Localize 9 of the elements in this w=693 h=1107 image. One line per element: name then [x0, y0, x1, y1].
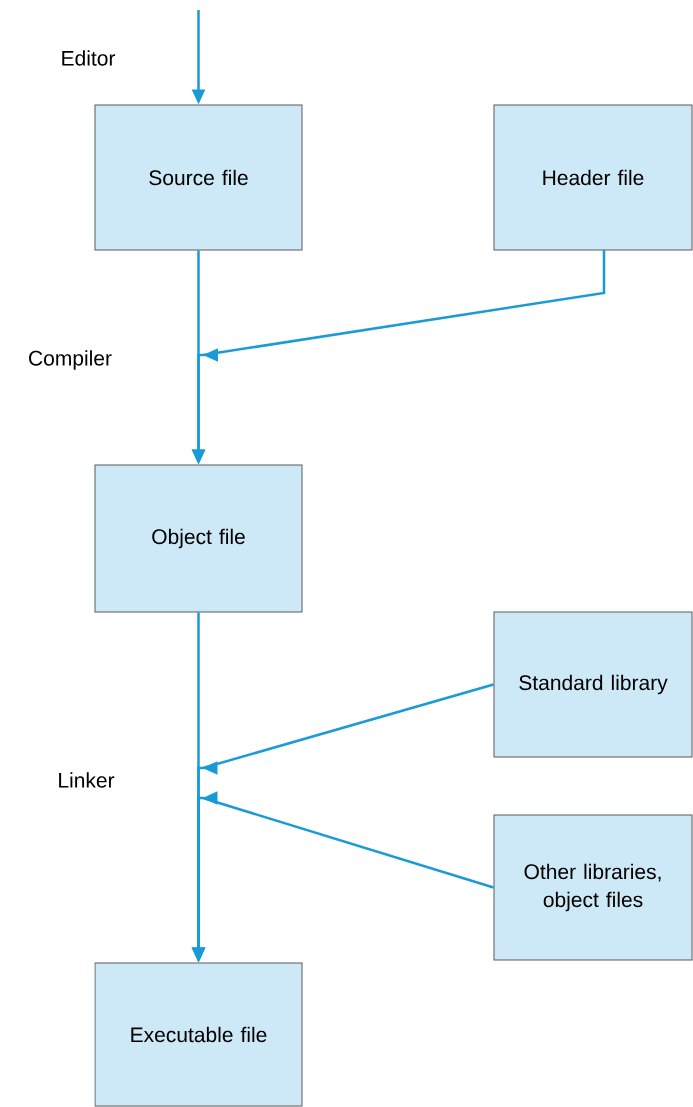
step-label: Editor [62, 50, 116, 66]
file-box: Executable file [94, 962, 303, 1107]
step-label: Compiler [29, 350, 112, 370]
file-box: Other libraries, object files [493, 814, 693, 961]
file-box: Source file [94, 104, 303, 251]
file-box: Object file [94, 464, 303, 613]
step-label: Linker [59, 772, 115, 788]
file-box: Standard library [493, 611, 693, 758]
file-box: Header file [493, 104, 693, 251]
